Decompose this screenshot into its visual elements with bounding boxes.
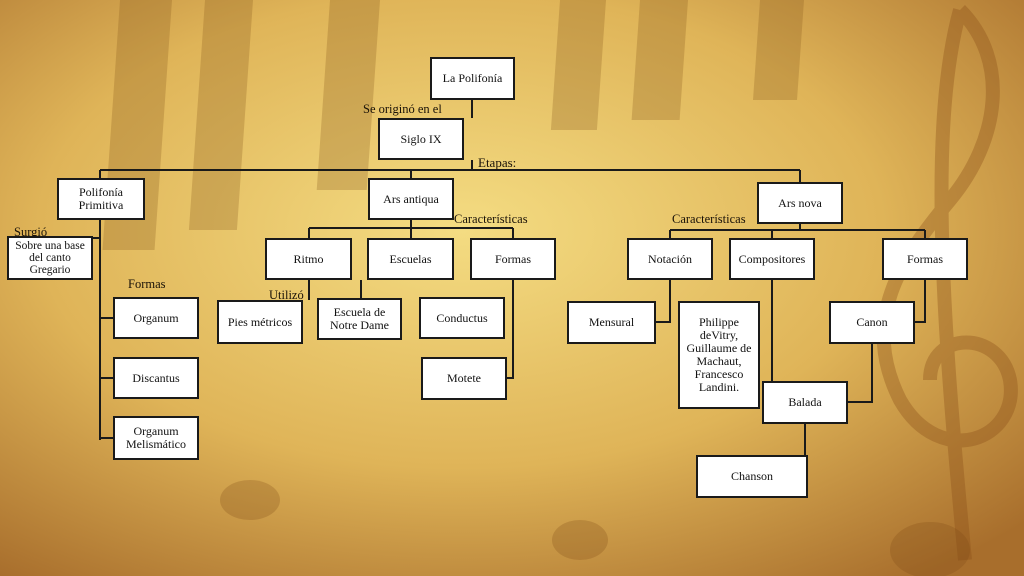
notacion-node: Notación	[627, 238, 713, 280]
compositores-list-node: Philippe deVitry, Guillaume de Machaut, …	[678, 301, 760, 409]
canon-node: Canon	[829, 301, 915, 344]
ars-nova-node: Ars nova	[757, 182, 843, 224]
caracteristicas-label-nova: Características	[672, 212, 746, 226]
escuelas-node: Escuelas	[367, 238, 454, 280]
utilizo-label: Utilizó	[269, 288, 304, 302]
compositores-node: Compositores	[729, 238, 815, 280]
balada-node: Balada	[762, 381, 848, 424]
form-organum-melismatico: Organum Melismático	[113, 416, 199, 460]
piano-keys-decor	[102, 0, 804, 250]
origin-label: Se originó en el	[363, 102, 442, 116]
formas-label-primitiva: Formas	[128, 277, 166, 291]
formas-antiqua-node: Formas	[470, 238, 556, 280]
surgio-node: Sobre una base del canto Gregario	[7, 236, 93, 280]
pies-metricos-node: Pies métricos	[217, 300, 303, 344]
form-discantus: Discantus	[113, 357, 199, 399]
treble-clef-decor	[876, 5, 1018, 561]
ars-antiqua-node: Ars antiqua	[368, 178, 454, 220]
origin-node: Siglo IX	[378, 118, 464, 160]
root-node: La Polifonía	[430, 57, 515, 100]
motete-node: Motete	[421, 357, 507, 400]
chanson-node: Chanson	[696, 455, 808, 498]
surgio-label: Surgió	[14, 225, 48, 239]
conductus-node: Conductus	[419, 297, 505, 339]
ritmo-node: Ritmo	[265, 238, 352, 280]
stages-label: Etapas:	[478, 155, 517, 170]
music-notes-decor	[220, 480, 970, 576]
primitiva-node: Polifonía Primitiva	[57, 178, 145, 220]
escuela-notre-dame-node: Escuela de Notre Dame	[317, 298, 402, 340]
form-organum: Organum	[113, 297, 199, 339]
caracteristicas-label-antiqua: Características	[454, 212, 528, 226]
mensural-node: Mensural	[567, 301, 656, 344]
formas-nova-node: Formas	[882, 238, 968, 280]
